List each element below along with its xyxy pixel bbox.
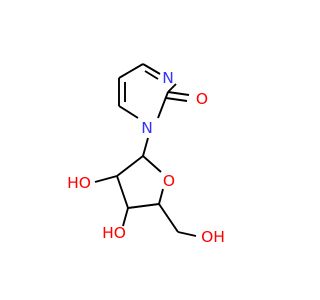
- bond-c1prime-o4prime: [142, 155, 162, 173]
- nitrogen-atom-ring-label: N: [141, 119, 153, 137]
- carbonyl-oxygen-label: O: [196, 90, 208, 108]
- bond-c5prime-oh: [177, 231, 197, 237]
- bond-c2-o-b: [165, 97, 188, 102]
- bond-n1-c1prime: [142, 137, 149, 157]
- hydroxyl-right-label: OH: [201, 228, 225, 246]
- nitrogen-atom-top-label: N: [162, 69, 174, 87]
- bond-c4-n3: [142, 63, 161, 75]
- bond-c2-n1: [157, 91, 169, 119]
- bond-c2prime-oh: [94, 175, 118, 183]
- bond-n3-c2: [167, 83, 177, 93]
- bond-c4prime-c5prime: [158, 203, 179, 233]
- bond-n1-c6: [118, 105, 139, 119]
- bond-o4prime-c4prime: [158, 188, 164, 205]
- bond-c4prime-c3prime: [127, 203, 160, 209]
- bond-c2-o-a: [167, 91, 190, 96]
- bonds: [94, 63, 197, 237]
- hydroxyl-lower-label: HO: [102, 224, 126, 242]
- bond-c5-c4: [118, 63, 144, 79]
- bond-c3prime-c2prime: [116, 175, 129, 209]
- atom-labels: N N O O HO HO OH: [67, 69, 225, 246]
- hydroxyl-upper-left-label: HO: [67, 174, 91, 192]
- ring-oxygen-label: O: [163, 172, 175, 190]
- bond-c4-n3-inner: [144, 70, 159, 80]
- bond-c2prime-c1prime: [116, 155, 144, 177]
- molecule-structure-diagram: N N O O HO HO OH: [67, 63, 225, 246]
- bond-c3prime-oh: [122, 207, 129, 227]
